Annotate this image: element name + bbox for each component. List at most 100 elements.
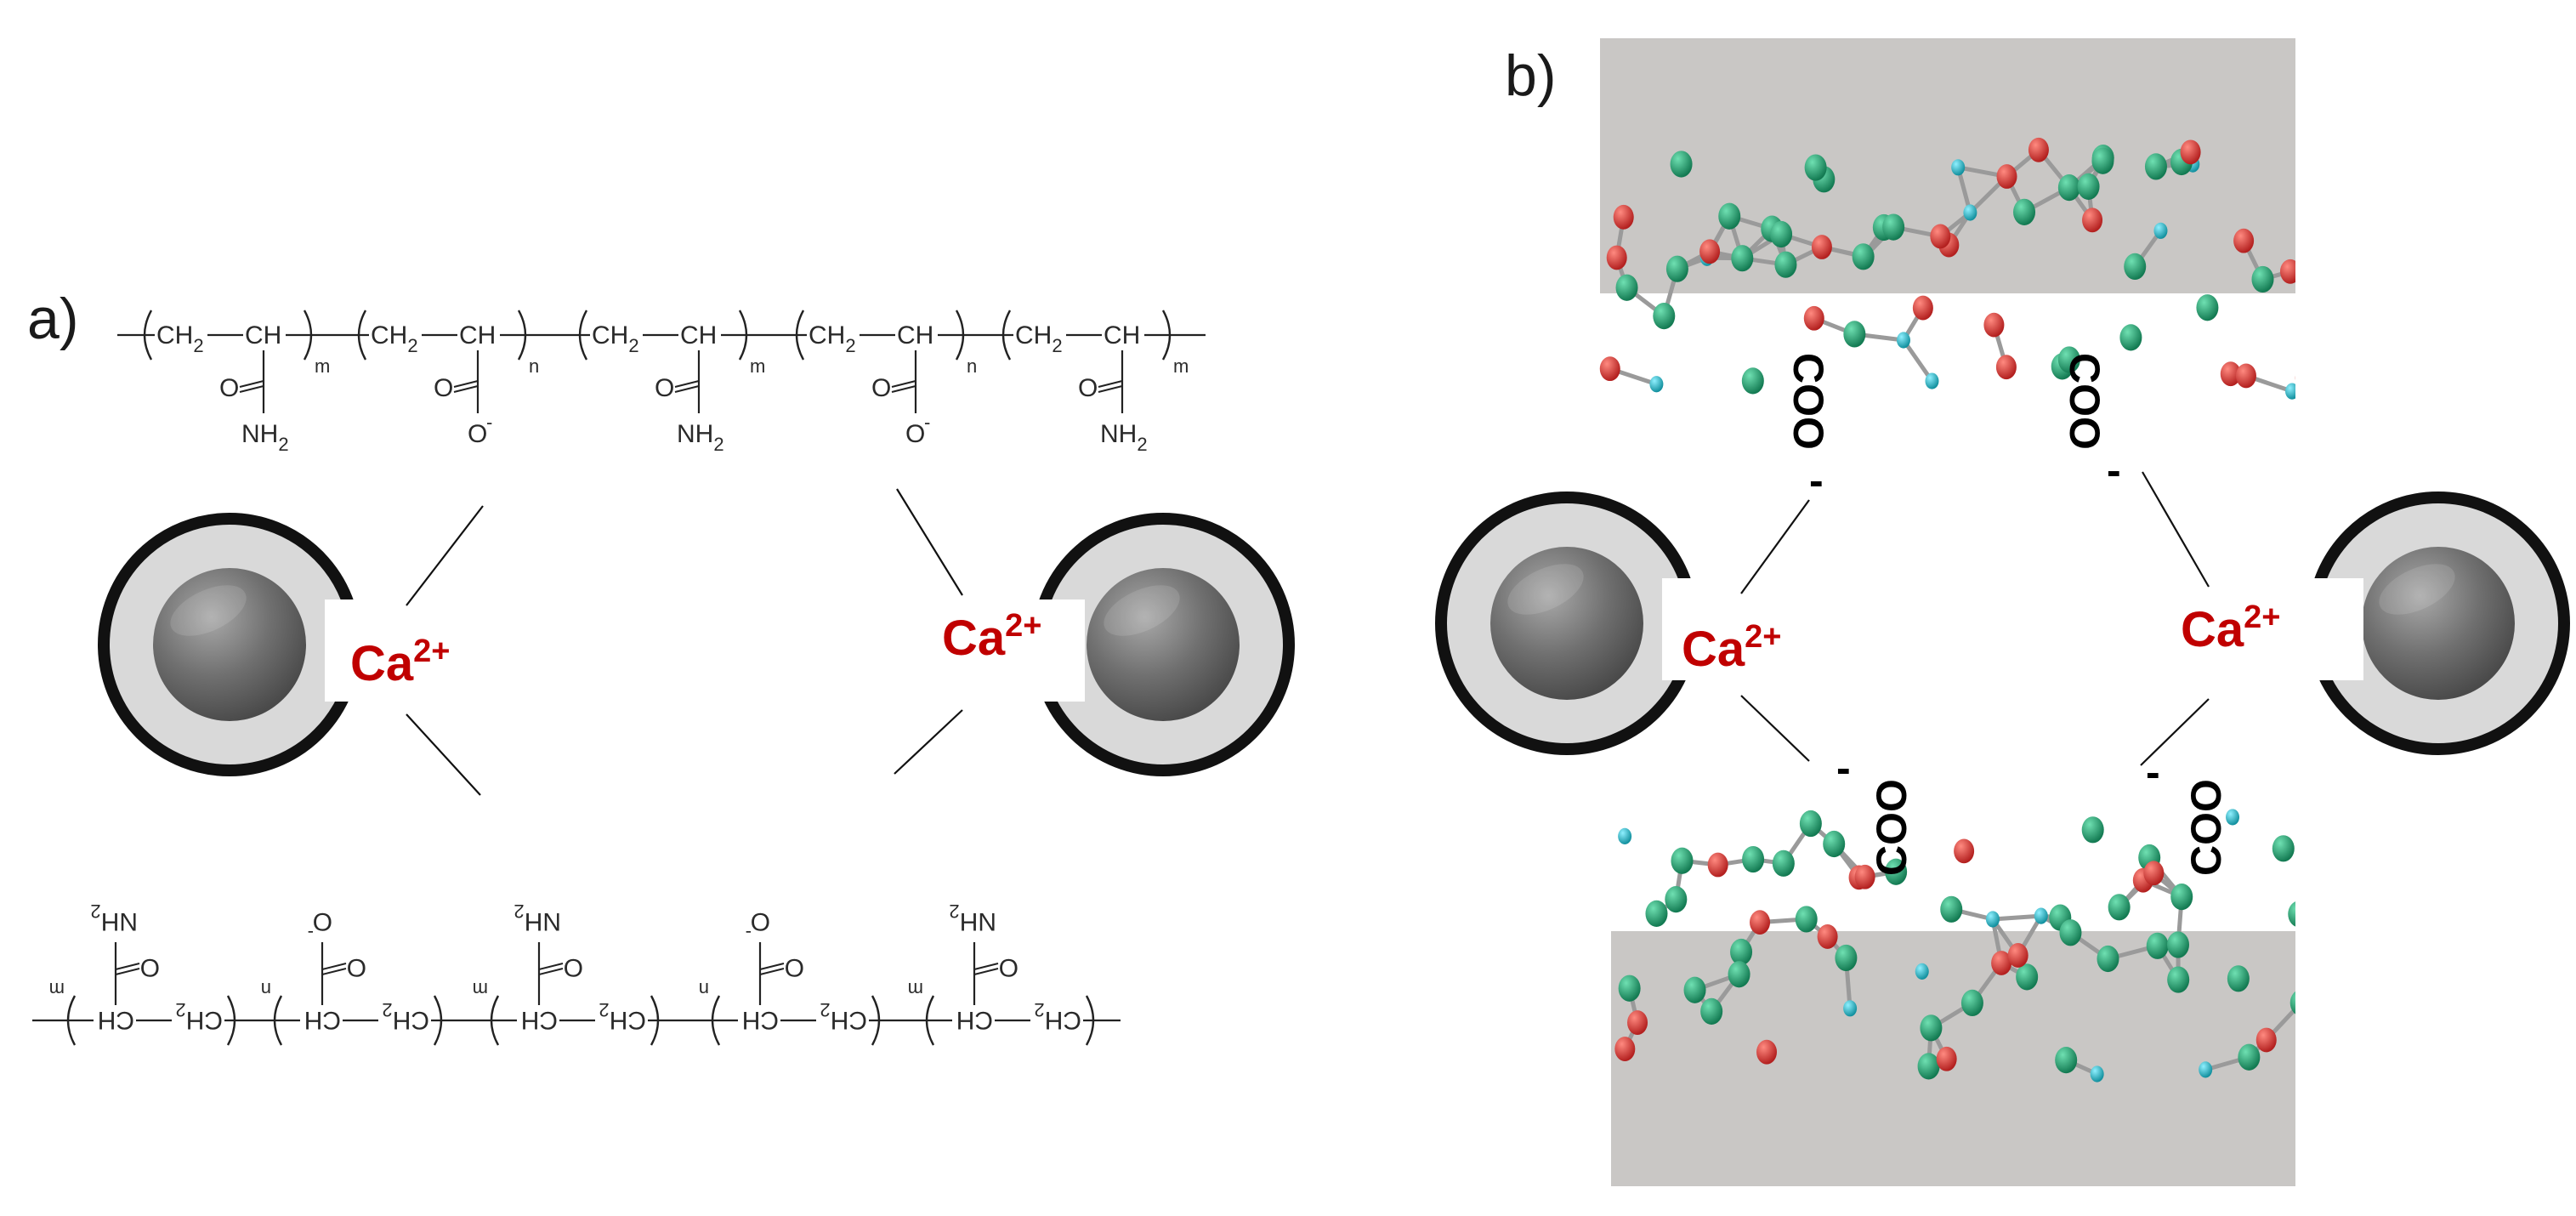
carbon-atom xyxy=(2289,991,2295,1014)
open-parenthesis xyxy=(1001,310,1012,361)
chain-bottom-inner: CH2CHmONH2CH2CHnOO-CH2CHmONH2CH2CHnOO-CH… xyxy=(32,901,1121,1046)
amine-group: NH2 xyxy=(677,420,724,455)
carbonyl-oxygen: O xyxy=(999,953,1018,981)
ch-group: CH xyxy=(459,321,496,349)
oxygen-atom xyxy=(1599,356,1620,382)
carbonyl-bond xyxy=(674,385,700,393)
amine-group: NH2 xyxy=(1100,420,1148,455)
carbon-atom xyxy=(1670,151,1693,178)
carbon-atom xyxy=(1728,961,1750,988)
carbonyl-oxygen: O xyxy=(140,953,160,981)
molecular-slab-bottom xyxy=(1611,809,2324,1186)
panel-label-a: a) xyxy=(27,287,78,351)
carbon-atom xyxy=(1645,900,1668,927)
carbon-atom xyxy=(1671,847,1694,874)
open-parenthesis xyxy=(578,310,588,361)
panel-label-b: b) xyxy=(1505,43,1556,108)
open-parenthesis xyxy=(650,995,660,1046)
particle-right-b xyxy=(2287,492,2570,755)
carbon-atom xyxy=(2227,965,2250,992)
repeat-index: n xyxy=(529,355,539,377)
label-backdrop xyxy=(300,1005,343,1039)
calcium-ion-left-a: Ca2+ xyxy=(350,634,450,691)
repeat-index: n xyxy=(967,355,977,377)
carbon-atom xyxy=(2091,147,2114,174)
carbonyl-bond xyxy=(1098,380,1123,388)
carbon-atom xyxy=(1774,251,1797,278)
carboxylate-charge-bottom-2: - xyxy=(2146,748,2160,796)
carbon-atom xyxy=(1940,895,1963,923)
repeat-index: m xyxy=(1173,355,1189,377)
label-backdrop xyxy=(517,1005,559,1039)
hydrogen-atom xyxy=(2199,1061,2213,1078)
carbon-atom xyxy=(1823,830,1846,858)
oxygen-atom xyxy=(1991,951,2012,975)
carbon-atom xyxy=(2272,835,2295,862)
carbon-atom xyxy=(1917,1053,1940,1080)
ch-group: CH xyxy=(680,321,717,349)
repeat-index: n xyxy=(261,979,271,1000)
carbon-atom xyxy=(1772,849,1795,877)
carboxylate-charge: - xyxy=(746,923,752,944)
carbon-atom xyxy=(2119,324,2142,351)
carboxylate-charge-bottom-1: - xyxy=(1836,744,1851,792)
carbonyl-oxygen: O xyxy=(434,374,453,402)
carbon-atom xyxy=(1742,845,1765,873)
carbonyl-oxygen: O xyxy=(347,953,366,981)
oxygen-atom xyxy=(1803,305,1824,331)
open-parenthesis xyxy=(226,995,236,1046)
carbonyl-bond xyxy=(239,380,264,388)
ch-group: CH xyxy=(956,1006,993,1034)
carbonyl-bond xyxy=(891,380,916,388)
carboxylate-label-top-2: COO xyxy=(2061,353,2108,450)
ch2-group: CH2 xyxy=(156,321,204,356)
calcium-ion-right-b: Ca2+ xyxy=(2181,599,2280,657)
close-parenthesis xyxy=(925,995,935,1046)
oxygen-atom xyxy=(2235,363,2256,389)
carboxylate-charge: - xyxy=(486,412,492,433)
ch2-group: CH2 xyxy=(809,321,856,356)
hydrogen-atom xyxy=(1649,376,1664,393)
oxygen-atom xyxy=(2233,228,2255,253)
repeat-index: m xyxy=(908,979,923,1000)
close-parenthesis xyxy=(1161,310,1172,361)
carbon-atom xyxy=(2301,960,2324,986)
carbon-atom xyxy=(2238,1043,2261,1071)
label-backdrop xyxy=(595,1005,648,1039)
carbon-atom xyxy=(1700,997,1723,1025)
oxygen-atom xyxy=(1854,864,1875,889)
label-backdrop xyxy=(369,316,422,350)
particle-left-a xyxy=(98,513,401,776)
carbonyl-bond xyxy=(973,968,999,975)
repeat-index: m xyxy=(473,979,488,1000)
carbon-atom xyxy=(1618,975,1641,1002)
carbon-atom xyxy=(2170,884,2193,911)
ch-group: CH xyxy=(742,1006,779,1034)
amine-group: NH2 xyxy=(90,901,138,935)
carbon-atom xyxy=(1835,944,1858,972)
oxygen-atom xyxy=(1756,1039,1778,1065)
carboxylate-label-bottom-1: COO xyxy=(1868,779,1915,876)
hydrogen-atom xyxy=(1963,204,1977,221)
carbon-atom xyxy=(2196,294,2219,321)
carbonyl-bond xyxy=(115,968,140,975)
carbon-atom xyxy=(2013,198,2036,225)
label-backdrop xyxy=(1013,316,1066,350)
ch-group: CH xyxy=(897,321,933,349)
open-parenthesis xyxy=(1085,995,1095,1046)
ch2-group: CH2 xyxy=(820,999,867,1034)
repeat-index: m xyxy=(49,979,65,1000)
oxygen-atom xyxy=(2028,137,2049,162)
oxygen-atom xyxy=(2279,259,2295,284)
oxygen-atom xyxy=(1627,1010,1648,1035)
ch-group: CH xyxy=(1104,321,1140,349)
carbon-atom xyxy=(1799,810,1822,838)
oxygen-atom xyxy=(2082,207,2103,233)
carbonyl-bond xyxy=(538,963,564,970)
label-backdrop xyxy=(1102,316,1144,350)
hydrogen-atom xyxy=(1843,1000,1858,1017)
hydrogen-atom xyxy=(2034,907,2048,924)
calcium-ion-left-b: Ca2+ xyxy=(1682,619,1781,677)
